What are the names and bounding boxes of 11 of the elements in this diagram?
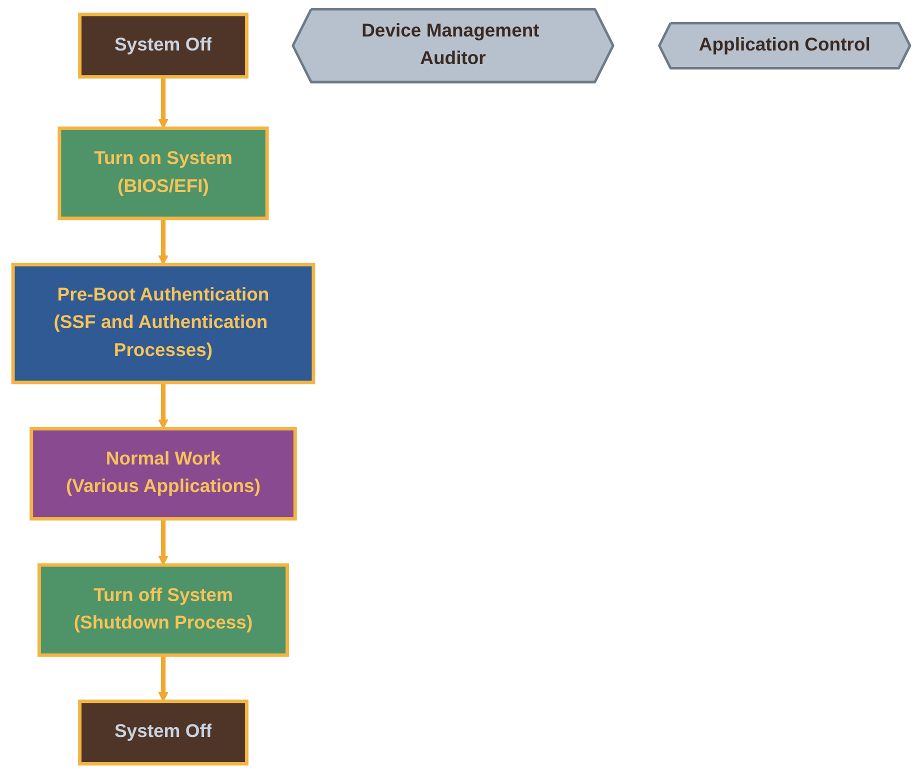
node-box: System Off <box>78 700 248 766</box>
arrow <box>158 518 168 566</box>
node-box: Turn off System (Shutdown Process) <box>37 563 290 657</box>
node-box: Pre-Boot Authentication (SSF and Authentication Processes) <box>11 262 316 384</box>
arrow <box>158 76 168 129</box>
node-box: Turn on System (BIOS/EFI) <box>58 126 269 220</box>
arrow <box>158 382 168 430</box>
arrow <box>158 655 168 702</box>
node-box: System Off <box>78 12 248 79</box>
node-box: Normal Work (Various Applications) <box>30 426 297 521</box>
arrow <box>158 218 168 266</box>
